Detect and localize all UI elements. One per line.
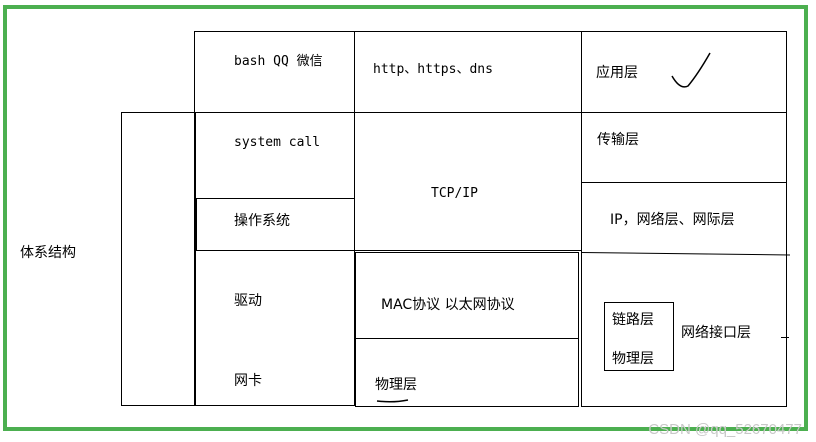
label-netif: 网络接口层 xyxy=(681,325,751,341)
label-arch: 体系结构 xyxy=(20,245,76,261)
label-driver: 驱动 xyxy=(234,293,262,309)
layers-box xyxy=(581,31,787,407)
label-apps: bash QQ 微信 xyxy=(234,54,323,69)
label-os: 操作系统 xyxy=(234,213,290,229)
label-link: 链路层 xyxy=(612,312,654,328)
label-nic: 网卡 xyxy=(234,373,262,389)
arch-box xyxy=(121,112,196,406)
mac-box xyxy=(355,252,579,407)
apps-box xyxy=(194,31,355,113)
check-icon xyxy=(671,52,711,88)
link-phys-box xyxy=(604,302,674,371)
green-frame xyxy=(3,5,808,431)
kernel-box xyxy=(194,112,355,406)
watermark: CSDN @qq_52670477 xyxy=(648,421,802,438)
tcpip-box xyxy=(354,112,582,251)
label-app-layer: 应用层 xyxy=(596,65,638,81)
label-http: http、https、dns xyxy=(373,62,493,77)
label-phys-right: 物理层 xyxy=(612,351,654,367)
label-transport: 传输层 xyxy=(597,132,639,148)
label-phys-mid: 物理层 xyxy=(375,377,417,393)
label-syscall: system call xyxy=(234,135,321,150)
label-tcpip: TCP/IP xyxy=(431,186,478,201)
label-ip-layer: IP，网络层、网际层 xyxy=(610,212,735,228)
label-mac: MAC协议 以太网协议 xyxy=(381,297,515,313)
